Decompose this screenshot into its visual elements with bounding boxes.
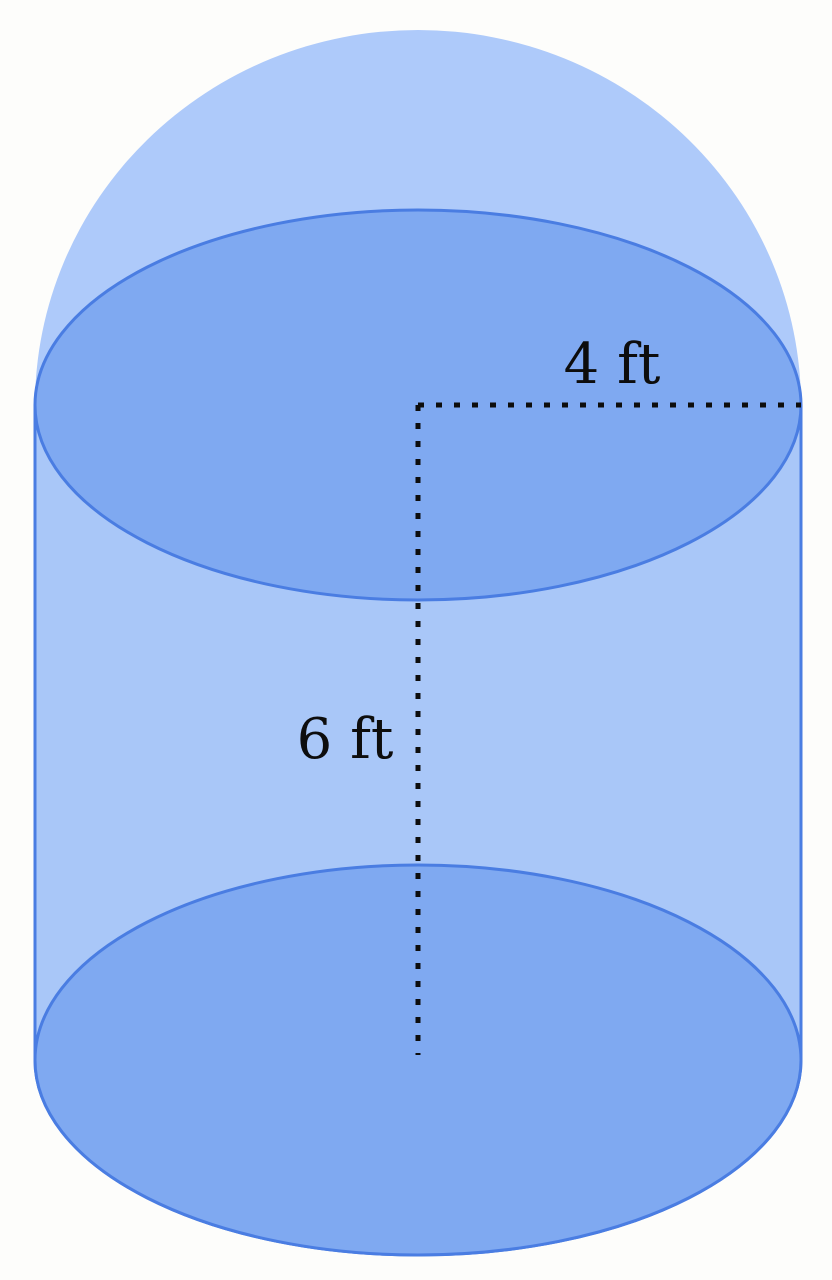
cylinder-bottom-ellipse — [35, 865, 801, 1255]
cylinder-bottom-ellipse-outline — [33, 863, 803, 1257]
radius-label: 4 ft — [564, 332, 661, 397]
height-label: 6 ft — [297, 707, 394, 772]
